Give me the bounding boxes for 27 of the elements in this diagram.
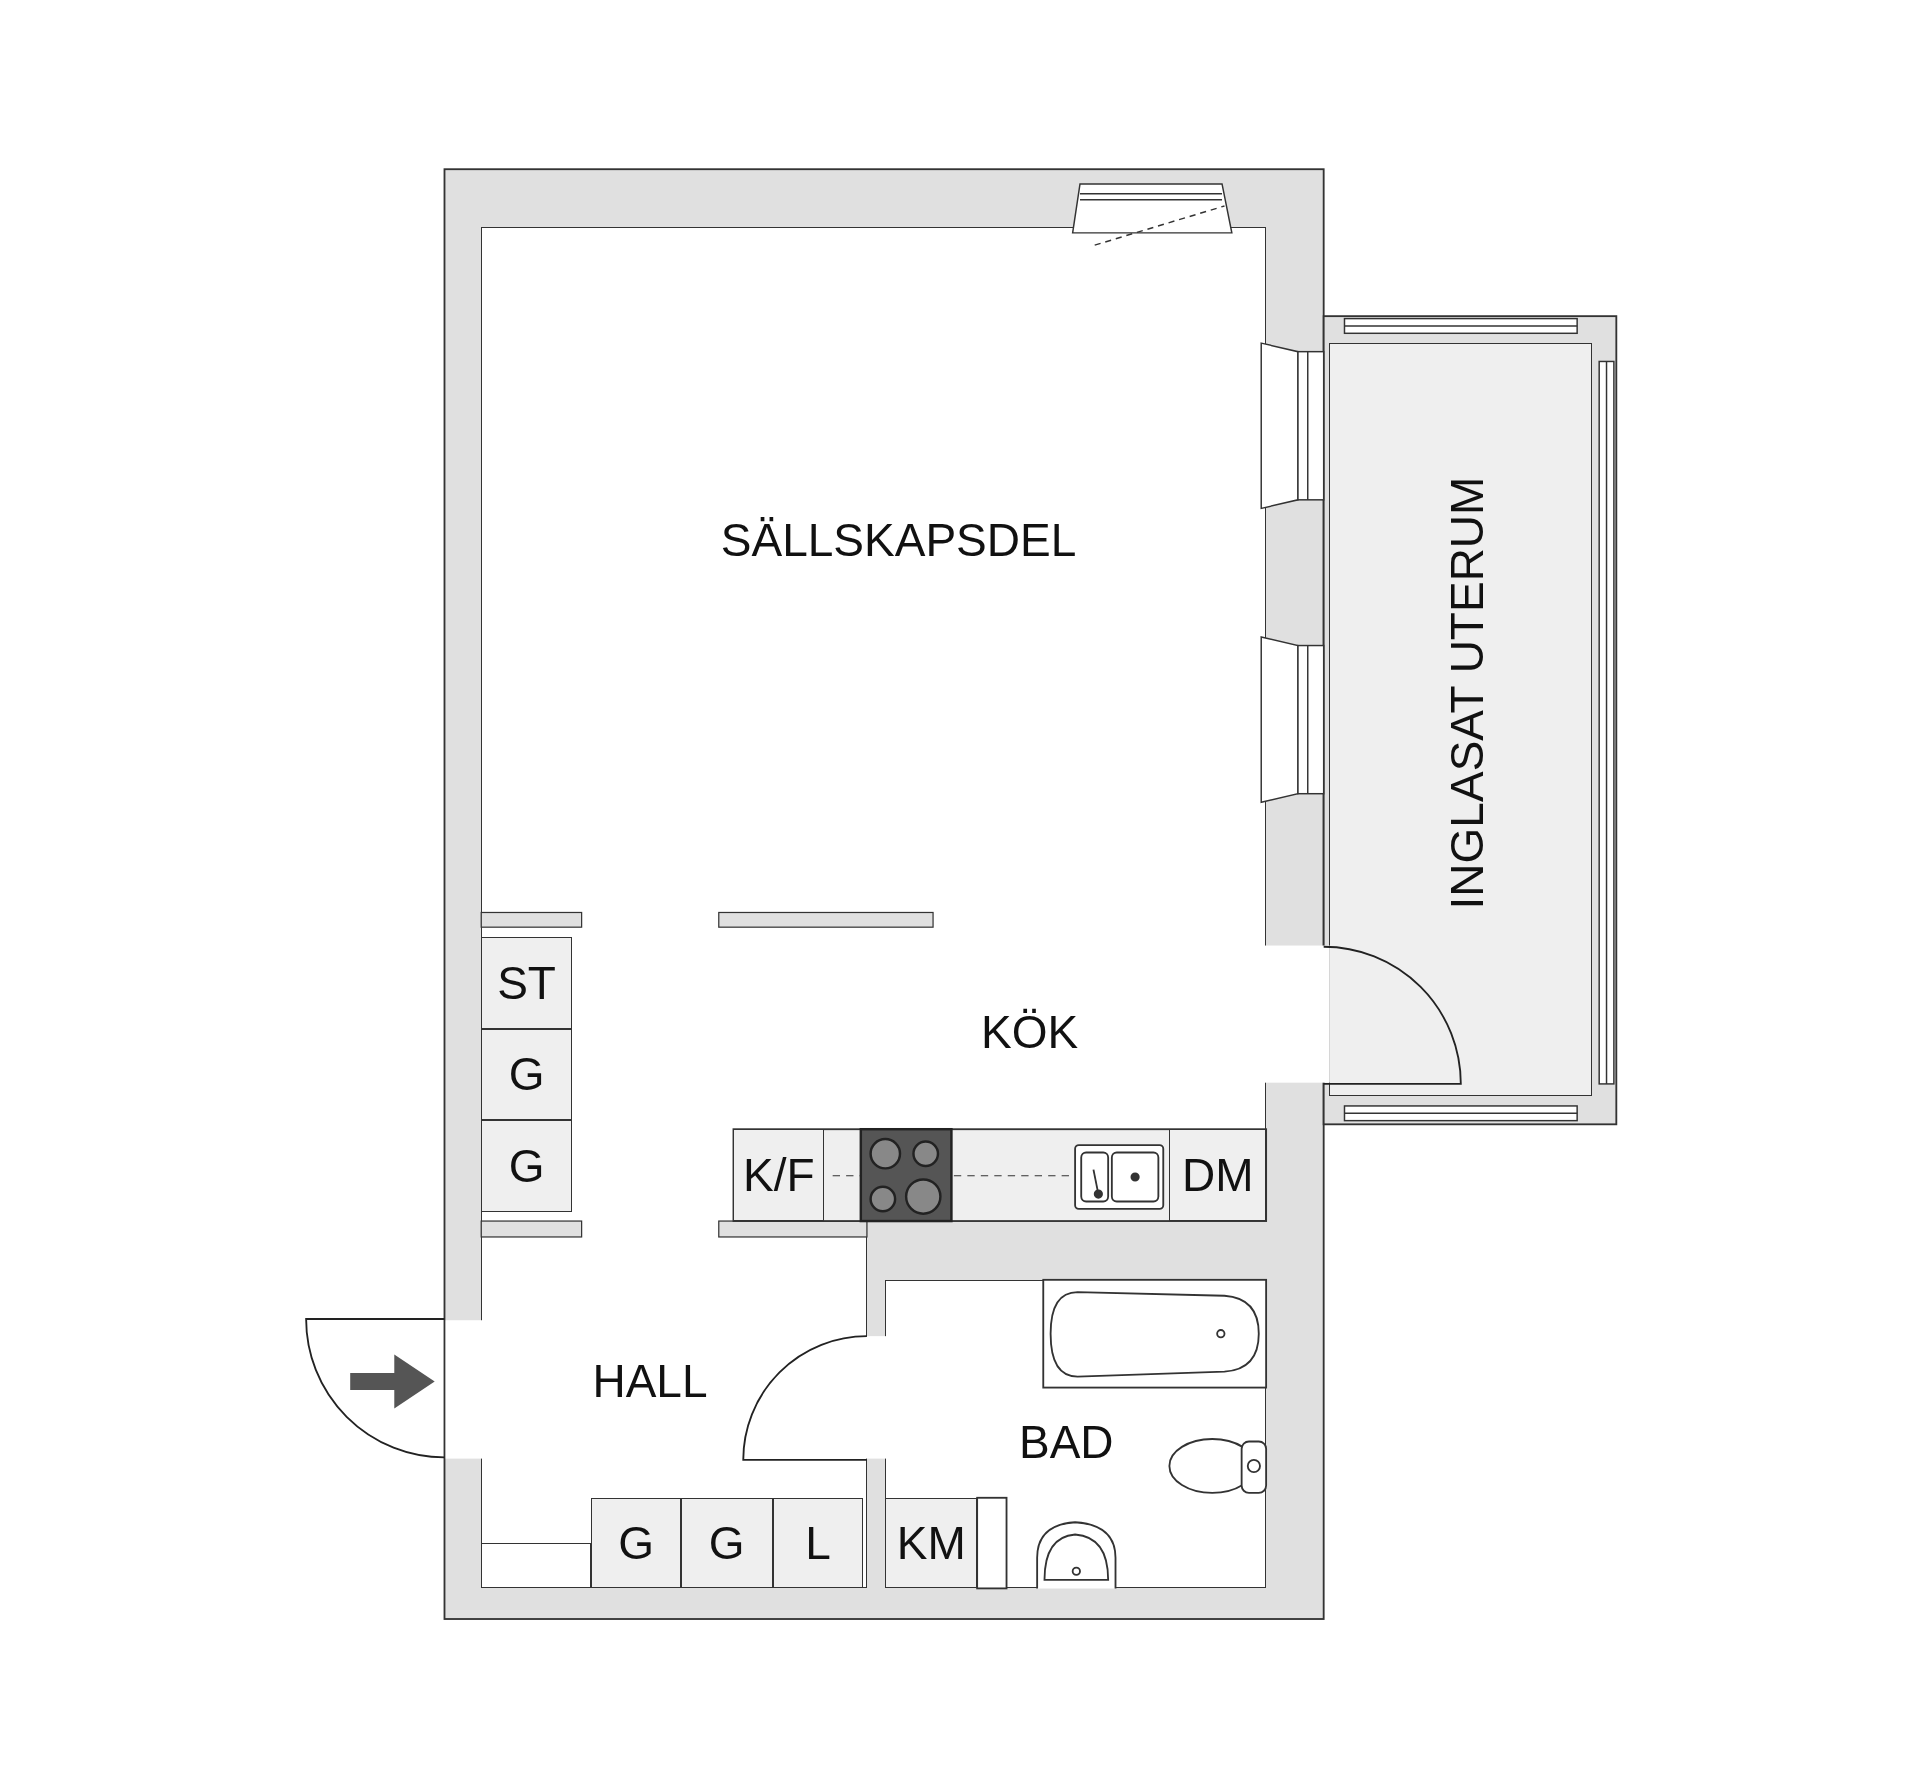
room-floor xyxy=(1328,342,1592,1096)
cabinet-label: G xyxy=(708,1519,745,1566)
storage-cabinet xyxy=(885,1497,978,1589)
room-label: INGLASAT UTERUM xyxy=(1443,476,1490,910)
cabinet-label: ST xyxy=(497,959,556,1006)
storage-cabinet xyxy=(772,1497,864,1589)
storage-cabinet xyxy=(481,1120,572,1213)
cabinet-label: KM xyxy=(896,1519,966,1566)
cabinet-label: DM xyxy=(1181,1151,1254,1198)
room-floor xyxy=(481,226,1267,913)
room-label: BAD xyxy=(1019,1419,1114,1466)
cabinet-label: G xyxy=(508,1051,545,1098)
cabinet-label: G xyxy=(508,1143,545,1190)
shelf xyxy=(481,1542,592,1589)
room-floor xyxy=(481,1220,867,1589)
storage-cabinet xyxy=(481,1028,572,1121)
storage-cabinet xyxy=(680,1497,773,1589)
cabinet-label: G xyxy=(618,1519,654,1566)
storage-cabinet xyxy=(591,1497,681,1589)
room-label: SÄLLSKAPSDEL xyxy=(720,516,1077,563)
room-label: KÖK xyxy=(981,1009,1079,1056)
storage-cabinet xyxy=(481,936,572,1029)
room-label: HALL xyxy=(592,1358,708,1405)
storage-cabinet xyxy=(1169,1128,1267,1221)
cabinet-label: L xyxy=(805,1519,831,1566)
storage-cabinet xyxy=(733,1128,825,1221)
cabinet-label: K/F xyxy=(742,1151,815,1198)
